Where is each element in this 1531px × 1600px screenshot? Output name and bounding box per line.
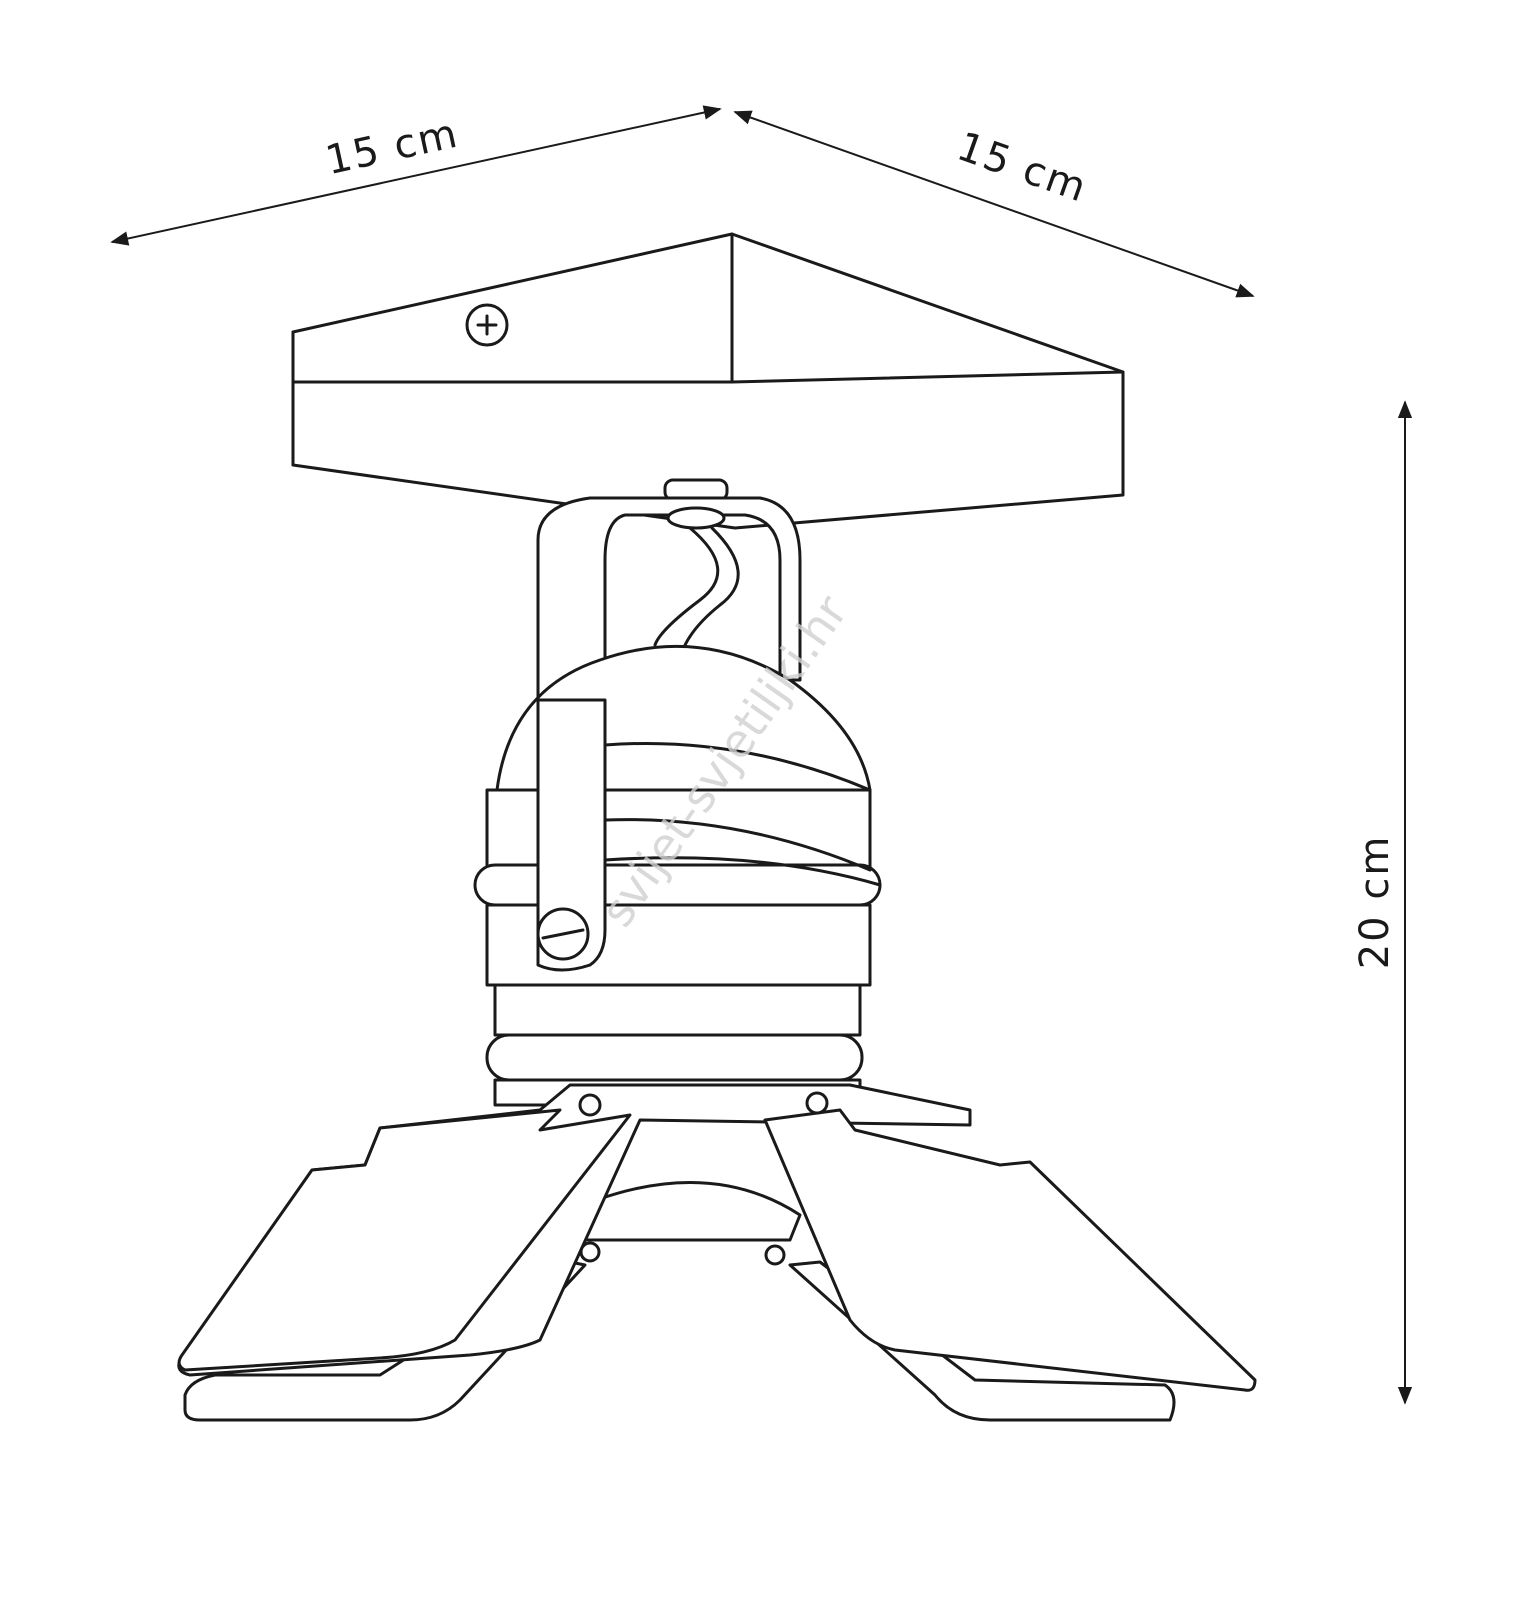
width-dimension-arrow — [110, 105, 722, 246]
height-dimension-label: 20 cm — [1352, 835, 1398, 970]
lamp-head — [473, 644, 882, 1107]
depth-dimension-label: 15 cm — [951, 124, 1093, 212]
ceiling-base — [291, 232, 1125, 530]
barn-doors — [177, 1083, 1257, 1422]
depth-dimension-arrow — [733, 110, 1255, 298]
width-dimension-label: 15 cm — [322, 110, 463, 184]
